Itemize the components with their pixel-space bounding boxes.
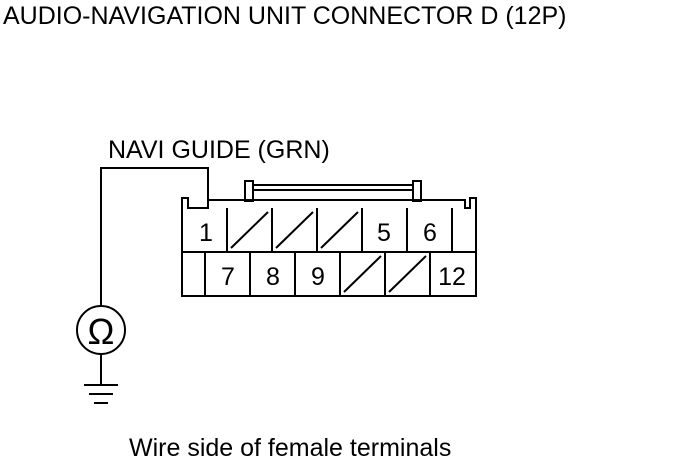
lock-tab-left <box>244 180 254 202</box>
terminal-12: 12 <box>438 263 466 291</box>
bottom-row-empty-cavities <box>343 255 427 293</box>
diagram-caption: Wire side of female terminals <box>129 434 452 462</box>
terminal-5: 5 <box>377 219 391 247</box>
terminal-8: 8 <box>266 263 280 291</box>
terminal-1: 1 <box>199 219 213 247</box>
connector-housing <box>181 197 477 297</box>
top-row-dividers <box>226 208 453 252</box>
ohm-symbol: Ω <box>88 311 115 352</box>
lock-tab-right <box>412 180 422 202</box>
bottom-row-dividers <box>204 252 431 296</box>
diagram-title: AUDIO-NAVIGATION UNIT CONNECTOR D (12P) <box>3 2 567 30</box>
terminal-6: 6 <box>423 219 437 247</box>
terminal-7: 7 <box>221 263 235 291</box>
wire-label: NAVI GUIDE (GRN) <box>108 136 330 164</box>
top-row-empty-cavities <box>230 211 359 249</box>
probe-wire <box>100 167 209 306</box>
ground-icon <box>84 384 118 404</box>
terminal-9: 9 <box>311 263 325 291</box>
